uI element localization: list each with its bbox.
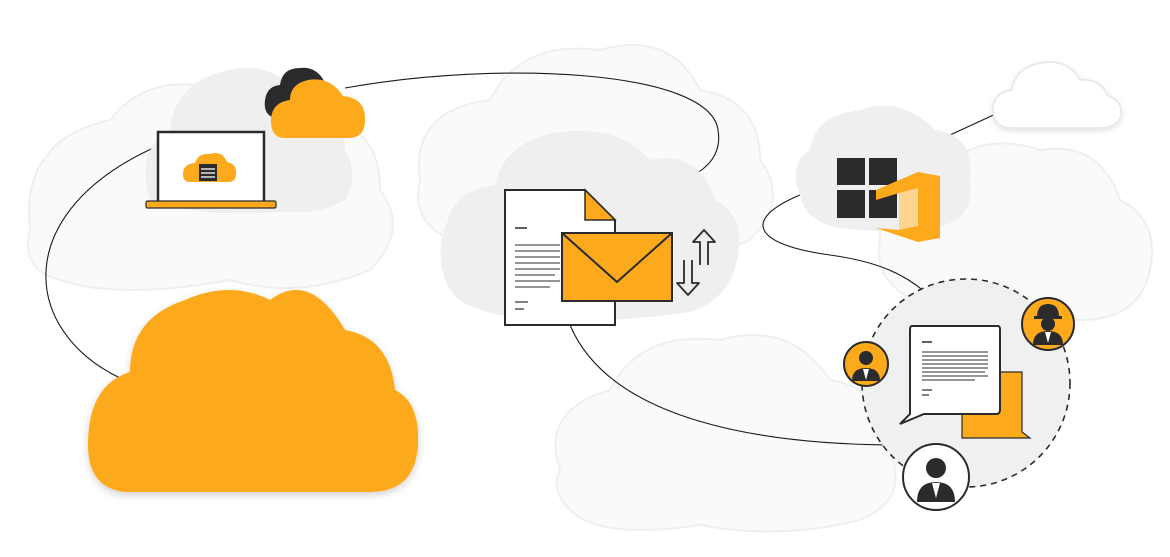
chat-bubble-icon xyxy=(899,325,1032,439)
server-icon xyxy=(183,153,237,182)
connector-top-arc xyxy=(344,72,720,186)
engineer-avatar-icon xyxy=(1021,297,1075,351)
sync-arrows-icon xyxy=(676,229,716,296)
outline-cloud-icon xyxy=(992,61,1122,129)
laptop-cloud-group xyxy=(145,67,366,214)
connector-office-to-cloud xyxy=(949,111,1001,136)
user-avatar-icon xyxy=(843,341,889,387)
connector-office-loop xyxy=(762,194,926,293)
envelope-icon xyxy=(561,232,673,302)
connector-large-cloud-to-laptop xyxy=(45,144,161,379)
large-cloud-icon xyxy=(88,290,419,492)
microsoft-office-group xyxy=(795,61,1122,242)
person-avatar-icon xyxy=(902,443,970,511)
small-orange-cloud-icon xyxy=(270,79,366,138)
connection-lines xyxy=(45,72,1001,446)
connector-document-to-team xyxy=(569,324,901,446)
document-email-group xyxy=(440,130,740,326)
office-logo-icon xyxy=(876,172,940,242)
team-communication-group xyxy=(843,278,1075,511)
